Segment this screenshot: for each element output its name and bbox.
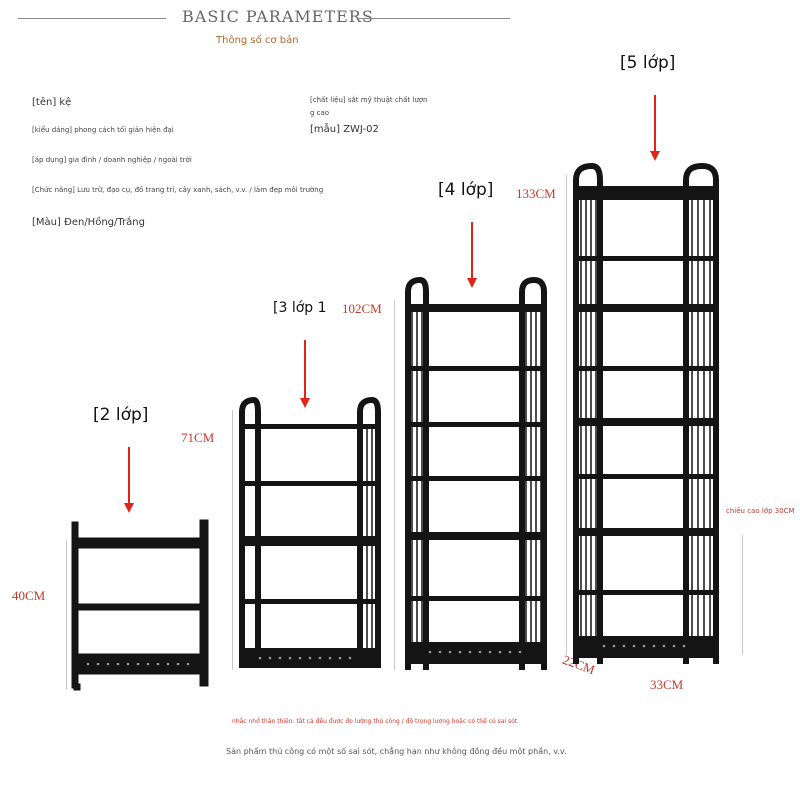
arrow-down-icon: [124, 447, 134, 513]
layer-height-guide: [742, 535, 743, 655]
height-label-2: 40CM: [12, 588, 46, 603]
height-guide-4: [394, 300, 395, 670]
shelf-3-tier-image: [239, 396, 381, 668]
shelf-4-tier-image: [405, 276, 547, 670]
width-label: 33CM: [650, 677, 684, 692]
param-usage: [áp dụng] gia đình / doanh nghiệp / ngoà…: [32, 156, 192, 164]
measurement-reminder: nhắc nhở thân thiện: tất cả đều được đo …: [232, 718, 518, 725]
param-material-line1: [chất liệu] sắt mỹ thuật chất lượn: [310, 96, 428, 104]
height-label-3: 71CM: [181, 430, 215, 445]
param-model: [mẫu] ZWJ-02: [310, 124, 379, 135]
arrow-down-icon: [300, 340, 310, 408]
page-title: BASIC PARAMETERS: [182, 7, 374, 26]
tier-label-4: [4 lớp]: [438, 180, 494, 200]
header-rule-left: [18, 18, 166, 19]
layer-height-label: chiều cao lớp 30CM: [726, 507, 795, 515]
handmade-disclaimer: Sản phẩm thủ công có một số sai sót, chẳ…: [226, 747, 567, 756]
page-subtitle: Thông số cơ bản: [216, 35, 299, 46]
height-label-4: 102CM: [342, 301, 382, 316]
param-function: [Chức năng] Lưu trữ, đạo cụ, đồ trang tr…: [32, 186, 324, 194]
arrow-down-icon: [650, 95, 660, 161]
height-guide-3: [232, 410, 233, 670]
tier-label-5: [5 lớp]: [620, 53, 676, 73]
param-style: [kiểu dáng] phong cách tối giản hiện đại: [32, 126, 174, 134]
param-name: [tên] kệ: [32, 97, 72, 108]
shelf-2-tier-image: [71, 519, 209, 691]
tier-label-2: [2 lớp]: [93, 405, 149, 425]
arrow-down-icon: [467, 222, 477, 288]
tier-label-3: [3 lớp 1: [273, 300, 327, 316]
header-rule-right: [358, 18, 510, 19]
shelf-5-tier-image: [573, 162, 719, 664]
height-guide-2: [66, 540, 67, 690]
param-material-line2: g cao: [310, 109, 330, 117]
height-guide-5: [566, 175, 567, 655]
param-color: [Màu] Đen/Hồng/Trắng: [32, 217, 145, 228]
height-label-5: 133CM: [516, 186, 556, 201]
